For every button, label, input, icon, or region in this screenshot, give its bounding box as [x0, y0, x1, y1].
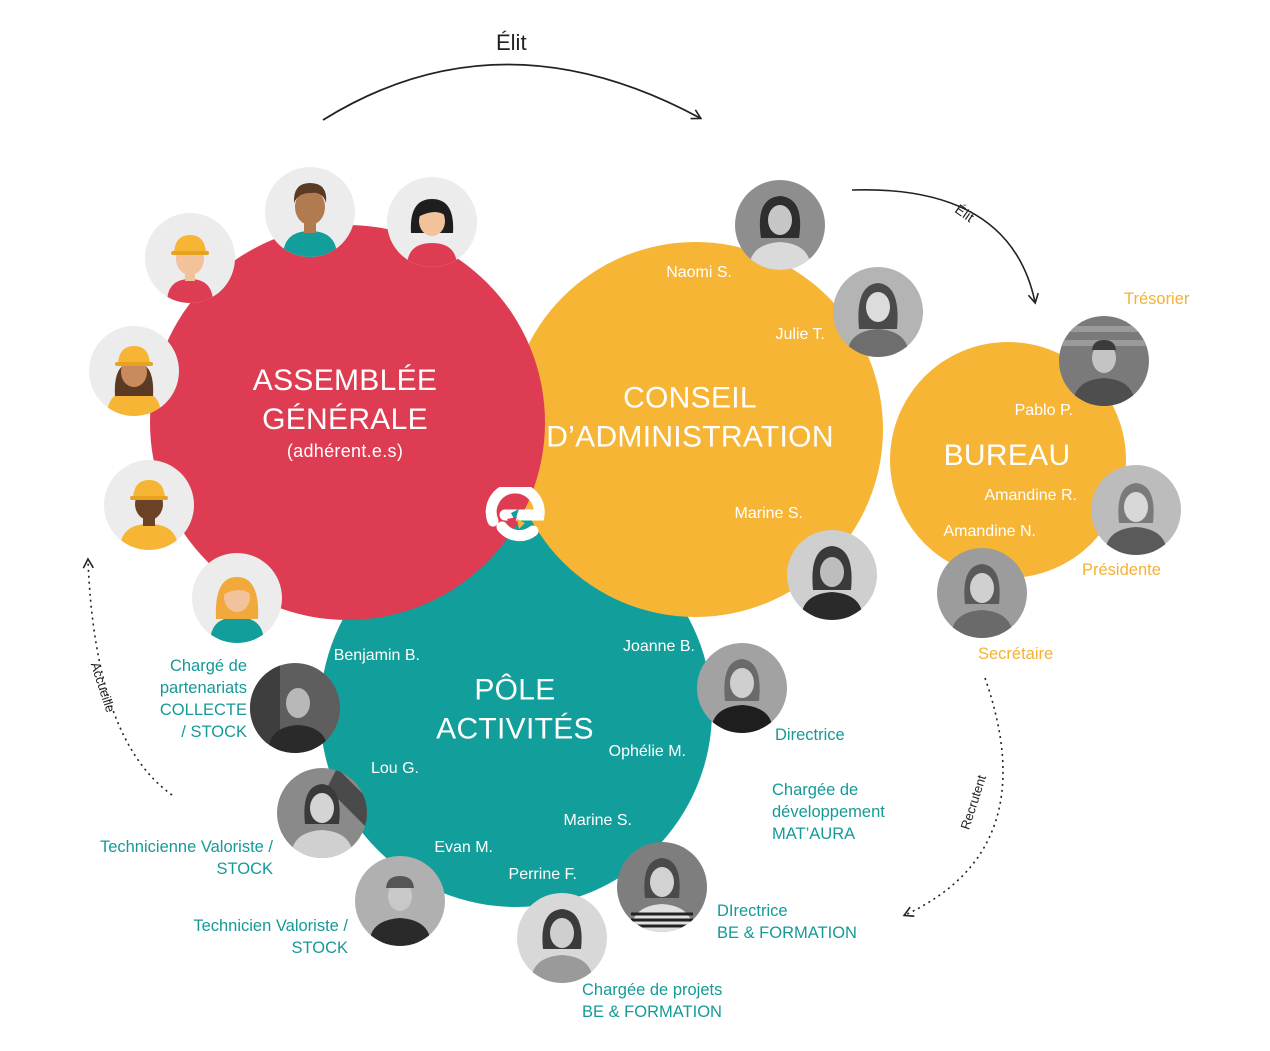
pole-member-ophelie: Ophélie M.	[608, 743, 686, 760]
bureau-member-pablo: Pablo P.	[1014, 402, 1073, 419]
role-line: Chargée de	[772, 781, 859, 799]
photo-portrait-icon	[1059, 316, 1149, 406]
conseil-member-marine: Marine S.	[734, 505, 803, 522]
pole-member-marine: Marine S.	[563, 812, 632, 829]
photo-portrait-icon	[735, 180, 825, 270]
pole-title-line1: PÔLE	[474, 673, 556, 707]
photo-portrait-icon	[833, 267, 923, 357]
role-line: développement	[772, 802, 885, 821]
role-line: MAT’AURA	[772, 824, 856, 843]
worker-avatar-icon	[104, 460, 194, 550]
conseil-title: CONSEIL D’ADMINISTRATION	[546, 382, 834, 455]
assemblee-title-line2: GÉNÉRALE	[262, 402, 428, 436]
assemblee-title-line1: ASSEMBLÉE	[252, 364, 438, 398]
accueille-arrow	[82, 557, 173, 796]
role-line: STOCK	[291, 938, 348, 957]
pole-title-line2: ACTIVITÉS	[436, 712, 594, 745]
bureau-title: BUREAU	[943, 438, 1071, 472]
role-line: / STOCK	[181, 722, 247, 741]
worker-avatar-icon	[89, 326, 179, 416]
photo-portrait-icon	[355, 856, 445, 946]
role-lou: Technicienne Valoriste / STOCK	[100, 838, 273, 879]
pole-member-evan: Evan M.	[434, 839, 493, 856]
recrutent-arrow	[902, 677, 1004, 917]
role-line: BE & FORMATION	[717, 923, 857, 942]
pole-member-perrine: Perrine F.	[508, 866, 577, 883]
role-benjamin: Chargé de partenariats COLLECTE / STOCK	[160, 657, 247, 742]
woman-avatar-icon	[387, 177, 477, 267]
role-marine: DIrectrice BE & FORMATION	[717, 902, 857, 943]
pole-member-lou: Lou G.	[370, 760, 419, 777]
top-elit-label: Élit	[496, 30, 527, 55]
role-evan: Technicien Valoriste / STOCK	[193, 917, 348, 958]
role-presidente: Présidente	[1082, 561, 1161, 579]
role-line: DIrectrice	[717, 902, 788, 920]
photo-portrait-icon	[277, 768, 367, 858]
role-joanne: Directrice	[775, 726, 845, 744]
conseil-member-naomi: Naomi S.	[666, 264, 732, 281]
role-line: BE & FORMATION	[582, 1002, 722, 1021]
photo-portrait-icon	[1091, 465, 1181, 555]
role-line: STOCK	[216, 859, 273, 878]
role-line: Technicienne Valoriste /	[99, 838, 273, 856]
bureau-elit-arrow	[851, 189, 1039, 305]
role-line: Chargé de	[169, 657, 247, 675]
role-line: Technicien Valoriste /	[193, 917, 348, 935]
conseil-title-line2: D’ADMINISTRATION	[546, 420, 834, 453]
role-line: COLLECTE	[159, 700, 247, 719]
assemblee-title: ASSEMBLÉE GÉNÉRALE (adhérent.e.s)	[253, 364, 437, 462]
photo-portrait-icon	[517, 893, 607, 983]
pole-title: PÔLE ACTIVITÉS	[436, 674, 594, 747]
pole-member-joanne: Joanne B.	[622, 638, 695, 655]
pole-member-benjamin: Benjamin B.	[333, 647, 420, 664]
logo-e-icon	[485, 482, 547, 545]
role-tresorier: Trésorier	[1124, 290, 1190, 308]
assemblee-subtitle: (adhérent.e.s)	[286, 441, 404, 462]
photo-portrait-icon	[697, 643, 787, 733]
person-avatar-icon	[265, 167, 355, 257]
bureau-member-amandine-r: Amandine R.	[984, 487, 1078, 504]
woman-avatar-icon	[192, 553, 282, 643]
photo-portrait-icon	[787, 530, 877, 620]
role-perrine: Chargée de projets BE & FORMATION	[582, 981, 722, 1022]
photo-portrait-icon	[937, 548, 1027, 638]
role-ophelie: Chargée de développement MAT’AURA	[772, 781, 885, 844]
top-elit-arrow	[322, 63, 703, 121]
role-secretaire: Secrétaire	[978, 645, 1054, 663]
role-line: Chargée de projets	[582, 981, 723, 999]
photo-portrait-icon	[250, 663, 340, 753]
worker-avatar-icon	[145, 213, 235, 303]
conseil-title-line1: CONSEIL	[623, 381, 757, 415]
role-line: partenariats	[159, 678, 247, 697]
photo-portrait-icon	[617, 842, 707, 932]
bureau-member-amandine-n: Amandine N.	[943, 523, 1037, 540]
conseil-member-julie: Julie T.	[775, 326, 825, 343]
